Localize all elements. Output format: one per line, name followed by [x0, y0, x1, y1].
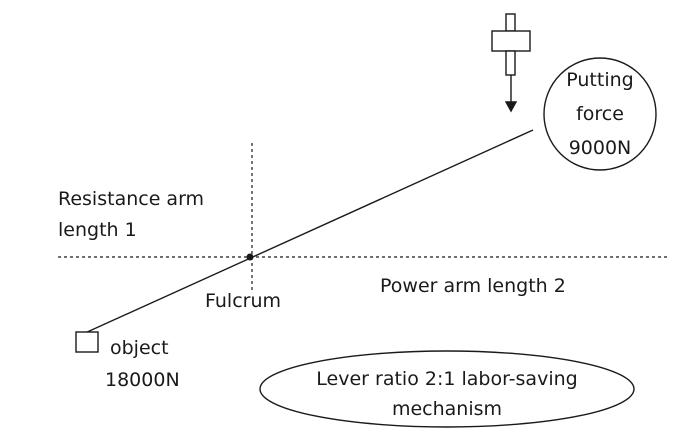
- fulcrum-label: Fulcrum: [205, 290, 282, 312]
- lever-ratio-ellipse: [259, 350, 635, 428]
- fulcrum-point: [246, 253, 254, 261]
- resistance-arm-label-line1: Resistance arm: [58, 188, 205, 210]
- lever-ratio-label-line2: mechanism: [391, 398, 503, 420]
- putting-force-label-line1: Putting: [566, 69, 634, 91]
- putting-force-value: 9000N: [568, 137, 632, 159]
- force-applicator-icon: [491, 13, 531, 113]
- lever-bar: [84, 129, 534, 334]
- putting-force-label-line2: force: [576, 103, 624, 125]
- resistance-arm-label-line2: length 1: [58, 219, 137, 241]
- object-value: 18000N: [105, 369, 180, 391]
- lever-ratio-label-line1: Lever ratio 2:1 labor-saving: [316, 368, 578, 390]
- power-arm-label: Power arm length 2: [380, 275, 566, 297]
- object-label: object: [110, 337, 169, 359]
- putting-force-circle: [543, 57, 657, 171]
- object-box: [75, 331, 99, 353]
